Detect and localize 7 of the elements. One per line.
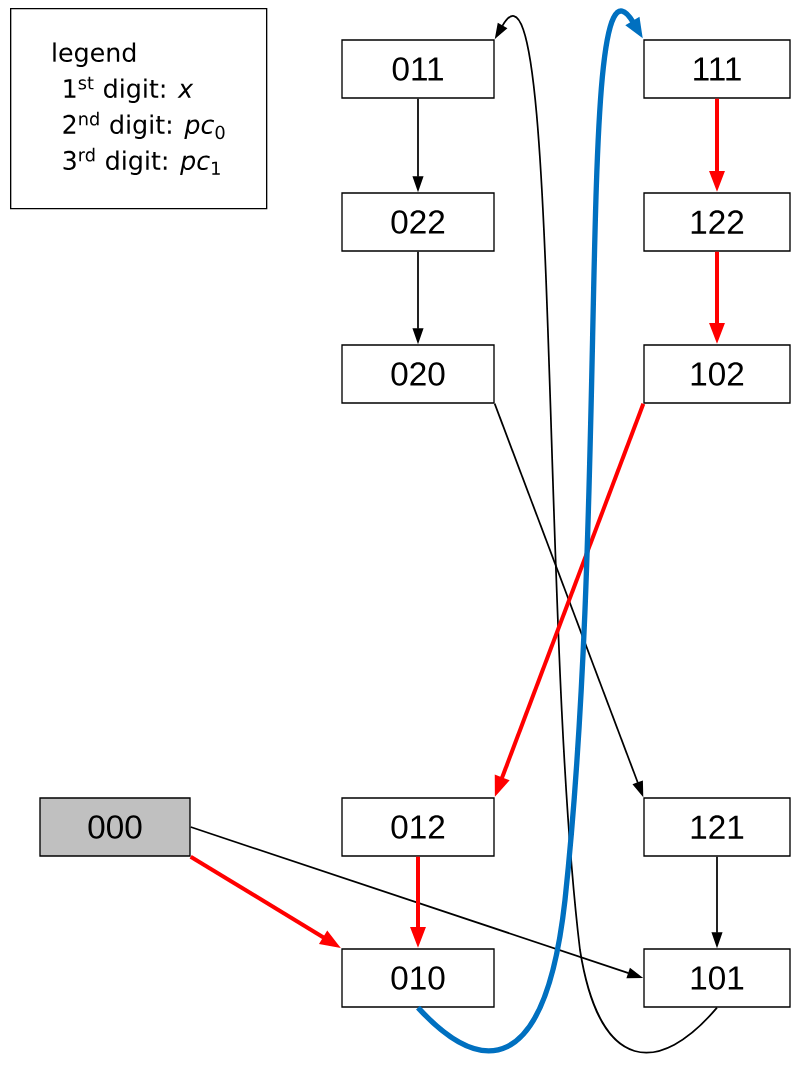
- state-box: 111: [643, 39, 791, 99]
- legend-box: legend 1$^{st}$ digit: x 2$^{nd}$ digit: pc$_{0}$ 3$^{rd}$ digit: pc$_{1}$: [10, 8, 268, 210]
- state-box: 101: [643, 948, 791, 1008]
- state-box: 000: [39, 797, 191, 857]
- state-box: 102: [643, 344, 791, 404]
- state-box: 121: [643, 797, 791, 857]
- state-box: 122: [643, 192, 791, 252]
